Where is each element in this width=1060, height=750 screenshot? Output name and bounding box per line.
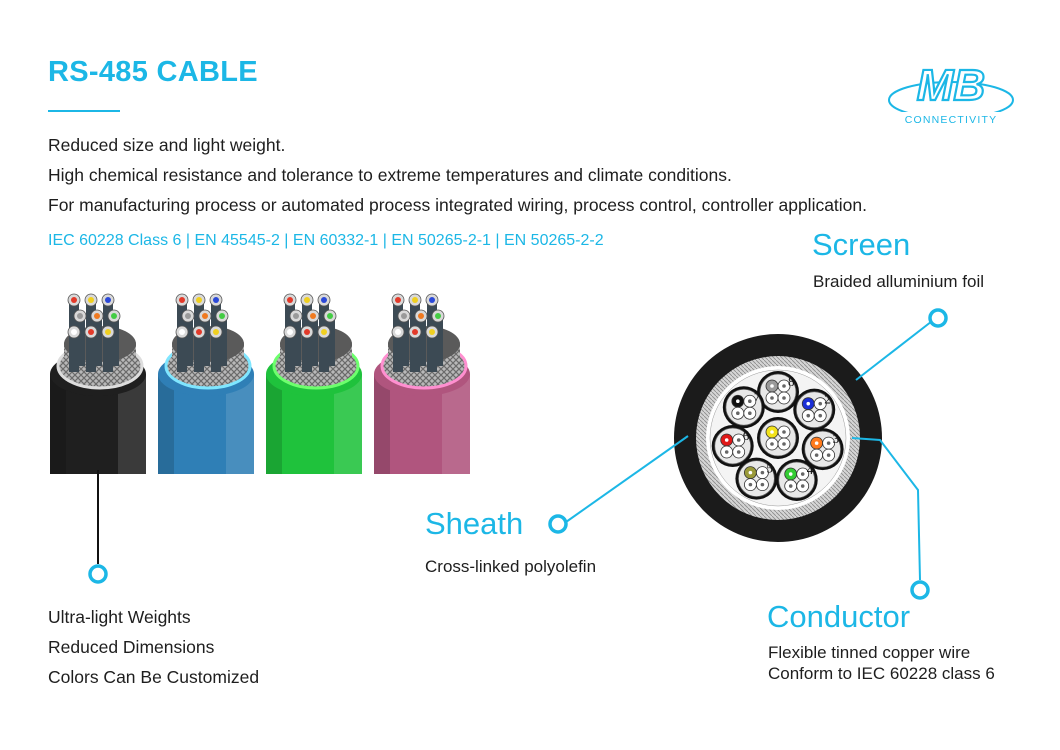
- cable-variant: [374, 293, 470, 474]
- title-underline: [48, 110, 120, 112]
- pair-number: 5: [766, 461, 773, 476]
- cable-variant: [50, 293, 146, 474]
- conductor-detail-2: Conform to IEC 60228 class 6: [768, 664, 995, 683]
- conductor-pair: 8: [757, 371, 799, 413]
- conductor-pair: 4: [775, 459, 818, 502]
- conductor-marker: [910, 580, 930, 600]
- features-connector: [88, 470, 108, 584]
- feature-item: Reduced Dimensions: [48, 637, 215, 657]
- screen-heading: Screen: [812, 227, 911, 262]
- mb-connectivity-logo: MB CONNECTIVITY: [888, 60, 1014, 126]
- feature-item: Ultra-light Weights: [48, 607, 191, 627]
- page-title: RS-485 CABLE: [48, 56, 258, 88]
- sheath-marker: [548, 514, 568, 534]
- conductor-pair: [757, 417, 799, 459]
- description-line: For manufacturing process or automated p…: [48, 195, 868, 215]
- pair-number: 7: [754, 389, 761, 404]
- conductor-pair: 5: [735, 457, 778, 500]
- conductor-detail-1: Flexible tinned copper wire: [768, 643, 971, 662]
- callout-lines: [548, 308, 948, 600]
- logo-tagline: CONNECTIVITY: [905, 114, 998, 126]
- description-line: High chemical resistance and tolerance t…: [48, 165, 732, 185]
- conductor-pair: 6: [711, 424, 754, 467]
- conductor-pair: 2: [793, 388, 836, 431]
- conductor-heading: Conductor: [767, 599, 911, 634]
- logo-mark: MB: [917, 61, 985, 110]
- sheath-heading: Sheath: [425, 506, 524, 541]
- pair-number: 8: [788, 374, 795, 389]
- pair-number: 2: [824, 392, 831, 407]
- conductor-pair: 7: [722, 386, 765, 429]
- cable-cross-section: 8 2 3 4 5 6 7: [674, 334, 882, 542]
- screen-marker: [928, 308, 948, 328]
- pair-number: 6: [743, 428, 750, 443]
- pair-number: 4: [807, 462, 814, 477]
- features-list: Ultra-light Weights Reduced Dimensions C…: [48, 602, 259, 692]
- pair-number: 3: [833, 431, 840, 446]
- cable-product-images: [50, 293, 470, 474]
- description: Reduced size and light weight. High chem…: [48, 130, 867, 220]
- screen-detail: Braided alluminium foil: [813, 272, 985, 291]
- standards-list: IEC 60228 Class 6 | EN 45545-2 | EN 6033…: [48, 232, 604, 249]
- description-line: Reduced size and light weight.: [48, 135, 286, 155]
- cable-variant: [266, 293, 362, 474]
- feature-item: Colors Can Be Customized: [48, 667, 260, 687]
- sheath-detail: Cross-linked polyolefin: [425, 557, 597, 576]
- conductor-pair: 3: [801, 428, 844, 471]
- cable-variant: [158, 293, 254, 474]
